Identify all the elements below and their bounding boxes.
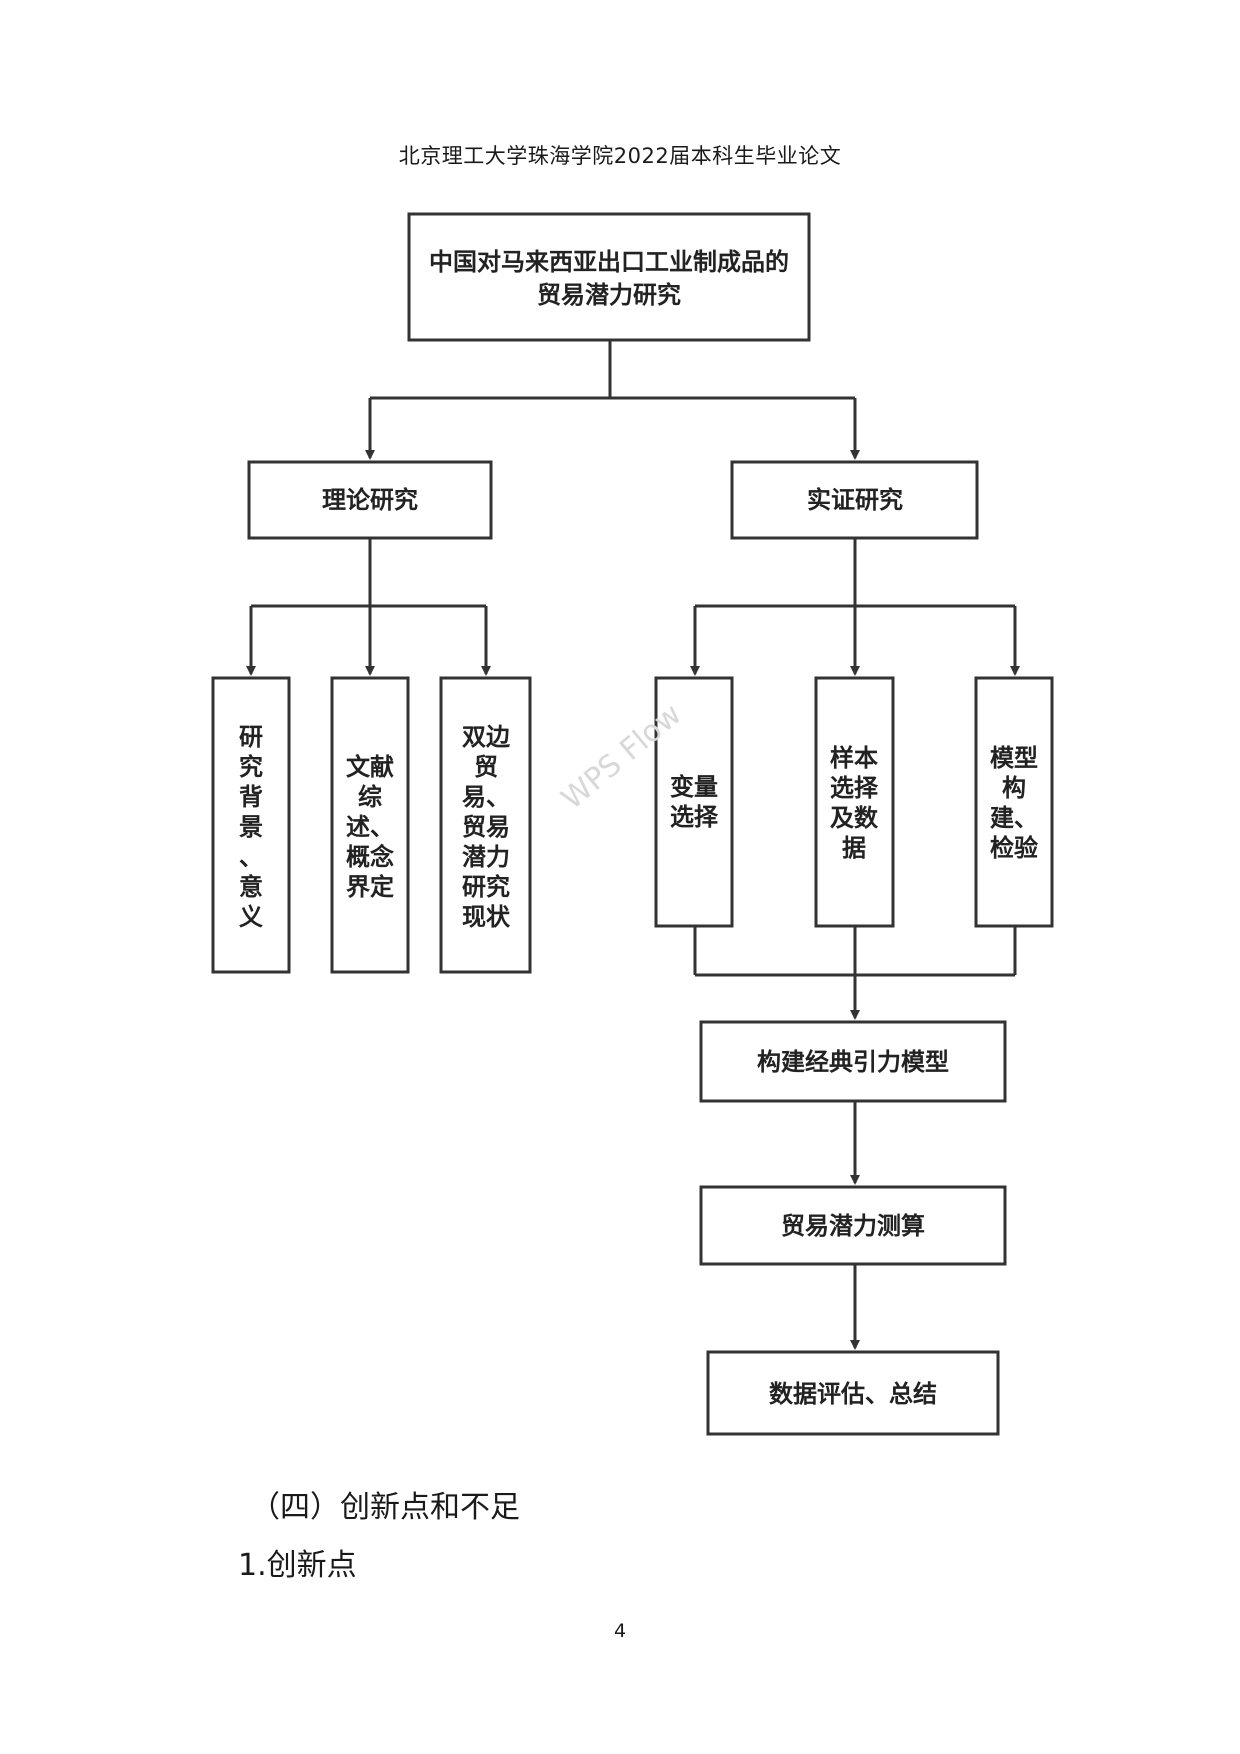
- node-root: 中国对马来西亚出口工业制成品的 贸易潜力研究: [407, 212, 811, 342]
- node-theory-child-1-line-4: 景: [239, 813, 263, 841]
- node-theory-child-2-line-1: 文献: [346, 753, 394, 781]
- node-step-2-label: 贸易潜力测算: [781, 1212, 925, 1240]
- node-theory: 理论研究: [247, 460, 493, 540]
- node-theory-child-2-line-5: 界定: [346, 873, 394, 901]
- node-theory-child-1-line-1: 研: [239, 723, 263, 751]
- node-empirical-child-3-line-2: 构: [1002, 774, 1026, 802]
- node-empirical-child-3-line-1: 模型: [990, 744, 1038, 772]
- node-theory-child-1: 研 究 背 景 、 意 义: [211, 676, 291, 974]
- node-theory-child-3: 双边 贸 易、 贸易 潜力 研究 现状: [439, 676, 532, 974]
- node-theory-label: 理论研究: [322, 486, 418, 514]
- node-root-line-1: 中国对马来西亚出口工业制成品的: [429, 248, 789, 276]
- node-step-1-label: 构建经典引力模型: [757, 1048, 949, 1076]
- research-flowchart: 中国对马来西亚出口工业制成品的 贸易潜力研究 理论研究 实证研究 研 究 背 景…: [211, 212, 1054, 1436]
- node-step-1: 构建经典引力模型: [699, 1020, 1007, 1103]
- node-empirical: 实证研究: [730, 460, 979, 540]
- node-empirical-child-2: 样本 选择 及数 据: [814, 676, 895, 928]
- subsection-heading: 1.创新点: [238, 1548, 357, 1583]
- node-theory-child-2-line-4: 概念: [346, 843, 394, 871]
- node-step-3-label: 数据评估、总结: [769, 1380, 937, 1408]
- flowchart-edges: [246, 340, 1020, 1350]
- node-theory-child-3-line-7: 现状: [462, 903, 511, 931]
- node-theory-child-2: 文献 综 述、 概念 界定: [330, 676, 410, 974]
- node-empirical-child-3-line-4: 检验: [990, 834, 1038, 862]
- node-root-line-2: 贸易潜力研究: [537, 281, 681, 309]
- node-empirical-child-2-line-4: 据: [842, 834, 866, 862]
- node-theory-child-1-line-5: 、: [239, 843, 263, 871]
- running-header: 北京理工大学珠海学院2022届本科生毕业论文: [398, 144, 842, 168]
- node-theory-child-3-line-3: 易、: [462, 783, 510, 811]
- page-number: 4: [613, 1620, 627, 1642]
- node-empirical-child-3-line-3: 建、: [990, 804, 1038, 832]
- node-theory-child-1-line-7: 义: [239, 903, 263, 931]
- node-theory-child-2-line-2: 综: [358, 783, 382, 811]
- node-theory-child-2-line-3: 述、: [346, 813, 394, 841]
- node-step-2: 贸易潜力测算: [699, 1185, 1007, 1266]
- node-empirical-child-2-line-2: 选择: [830, 774, 879, 802]
- node-theory-child-1-line-6: 意: [239, 873, 263, 901]
- node-step-3: 数据评估、总结: [706, 1350, 1000, 1436]
- node-empirical-child-1-line-1: 变量: [670, 773, 718, 801]
- node-empirical-child-2-line-1: 样本: [830, 744, 878, 772]
- node-theory-child-3-line-1: 双边: [462, 723, 511, 751]
- node-theory-child-3-line-5: 潜力: [462, 843, 510, 871]
- node-theory-child-3-line-6: 研究: [462, 873, 510, 901]
- section-heading: （四）创新点和不足: [250, 1490, 520, 1525]
- node-empirical-child-2-line-3: 及数: [830, 804, 879, 832]
- node-theory-child-1-line-2: 究: [239, 753, 263, 781]
- node-empirical-child-1-line-2: 选择: [670, 803, 719, 831]
- node-empirical-child-3: 模型 构 建、 检验: [974, 676, 1054, 928]
- node-theory-child-3-line-4: 贸易: [462, 813, 510, 841]
- node-theory-child-3-line-2: 贸: [474, 753, 498, 781]
- node-empirical-label: 实证研究: [807, 486, 903, 514]
- node-theory-child-1-line-3: 背: [239, 783, 263, 811]
- node-empirical-child-1: 变量 选择: [654, 676, 734, 928]
